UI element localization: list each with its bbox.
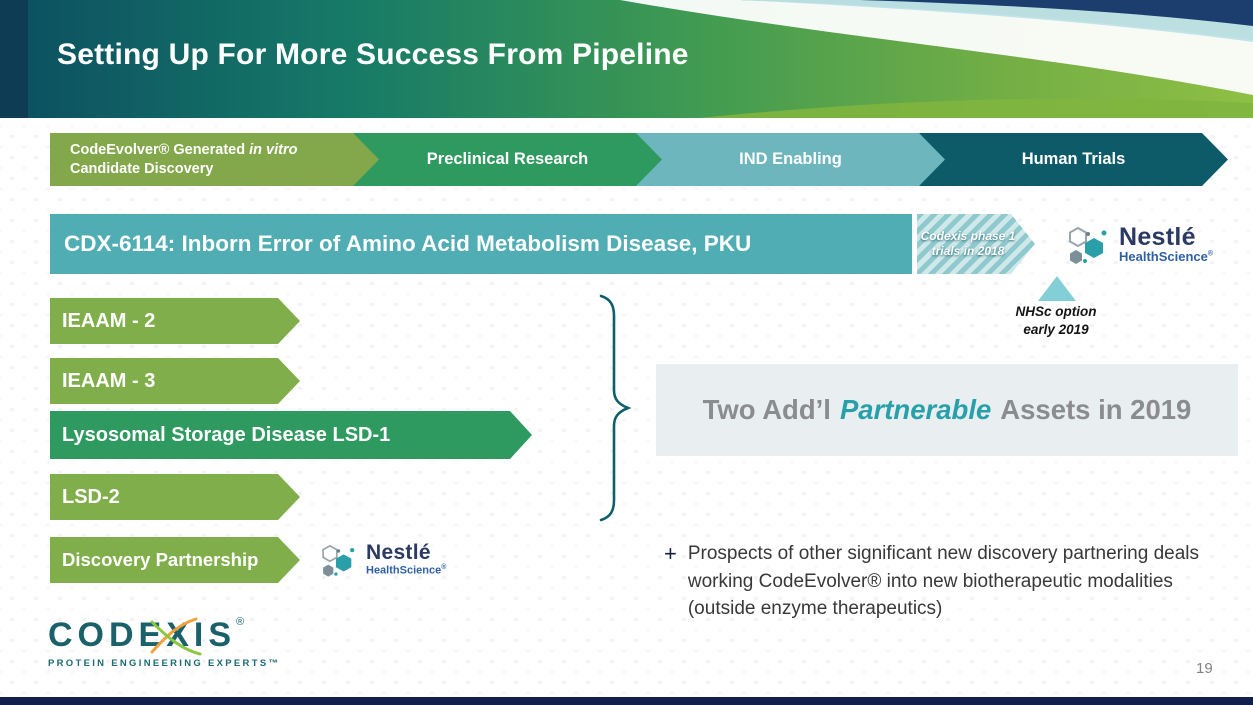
phase-flag-line2: trials in 2018: [931, 244, 1005, 258]
stage-preclinical-research: Preclinical Research: [353, 133, 662, 186]
codexis-brand-text: CODEXIS: [48, 616, 237, 654]
stage-candidate-discovery: CodeEvolver® Generated in vitro Candidat…: [50, 133, 379, 186]
bottom-accent-bar: [0, 697, 1253, 705]
stage-ind-enabling: IND Enabling: [636, 133, 945, 186]
nestle-wordmark: Nestlé HealthScience®: [366, 542, 446, 577]
nhsc-option-triangle-marker: [1038, 276, 1076, 301]
program-bar-lsd-2: LSD-2: [50, 474, 300, 520]
stage1-line2: Candidate Discovery: [70, 160, 214, 177]
assets-text-highlight: Partnerable: [839, 394, 992, 425]
stage-human-trials: Human Trials: [919, 133, 1228, 186]
phase-flag-line1: Codexis phase 1: [920, 229, 1016, 243]
program-bar-lsd-1: Lysosomal Storage Disease LSD-1: [50, 411, 532, 459]
nhsc-option-caption: NHSc option early 2019: [976, 303, 1136, 338]
nestle-healthscience-logo: Nestlé HealthScience®: [1064, 220, 1213, 268]
stage4-label: Human Trials: [1021, 150, 1126, 168]
nestle-brand-text: Nestlé: [366, 541, 431, 565]
stage2-label: Preclinical Research: [426, 150, 589, 168]
partnerable-assets-callout: Two Add’l Partnerable Assets in 2019: [656, 364, 1238, 456]
assets-text-prefix: Two Add’l: [702, 394, 831, 425]
codexis-tagline: PROTEIN ENGINEERING EXPERTS™: [48, 658, 281, 669]
stage3-label: IND Enabling: [739, 150, 842, 168]
header-wave-graphic: [0, 0, 1253, 118]
registered-mark: ®: [236, 616, 245, 628]
pipeline-stage-row: CodeEvolver® Generated in vitro Candidat…: [50, 133, 1228, 186]
cdx-6114-bar: CDX-6114: Inborn Error of Amino Acid Met…: [50, 214, 912, 274]
nestle-healthscience-logo: Nestlé HealthScience®: [318, 539, 446, 580]
nhsc-option-line1: NHSc option: [1015, 304, 1097, 319]
page-number: 19: [1196, 660, 1213, 677]
nestle-molecule-icon: [1069, 226, 1107, 264]
codexis-logo: CODEXIS® PROTEIN ENGINEERING EXPERTS™: [48, 616, 281, 669]
nestle-sub-text: HealthScience: [366, 564, 442, 577]
registered-mark: ®: [1207, 250, 1214, 258]
assets-text-suffix: Assets in 2019: [1000, 394, 1192, 425]
prospects-bullet-text: Prospects of other significant new disco…: [687, 543, 1200, 620]
prospects-bullet: + Prospects of other significant new dis…: [664, 540, 1242, 623]
program-bar-discovery-partnership: Discovery Partnership: [50, 537, 300, 583]
nestle-wordmark: Nestlé HealthScience®: [1119, 222, 1214, 265]
nestle-molecule-icon: [322, 544, 355, 577]
program-bar-ieaam-3: IEAAM - 3: [50, 358, 300, 404]
plus-bullet-marker: +: [664, 541, 677, 566]
stage1-line1-italic: in vitro: [249, 141, 298, 158]
page-title: Setting Up For More Success From Pipelin…: [57, 38, 689, 71]
stage1-line1-prefix: CodeEvolver® Generated: [70, 141, 250, 158]
slide-header: Setting Up For More Success From Pipelin…: [0, 0, 1253, 118]
nhsc-option-line2: early 2019: [1023, 321, 1089, 337]
nestle-brand-text: Nestlé: [1119, 222, 1196, 251]
nestle-sub-text: HealthScience: [1119, 248, 1208, 264]
phase1-trials-flag: Codexis phase 1 trials in 2018: [917, 214, 1035, 274]
program-bar-ieaam-2: IEAAM - 2: [50, 298, 300, 344]
registered-mark: ®: [441, 564, 447, 572]
grouping-brace: [599, 294, 632, 522]
